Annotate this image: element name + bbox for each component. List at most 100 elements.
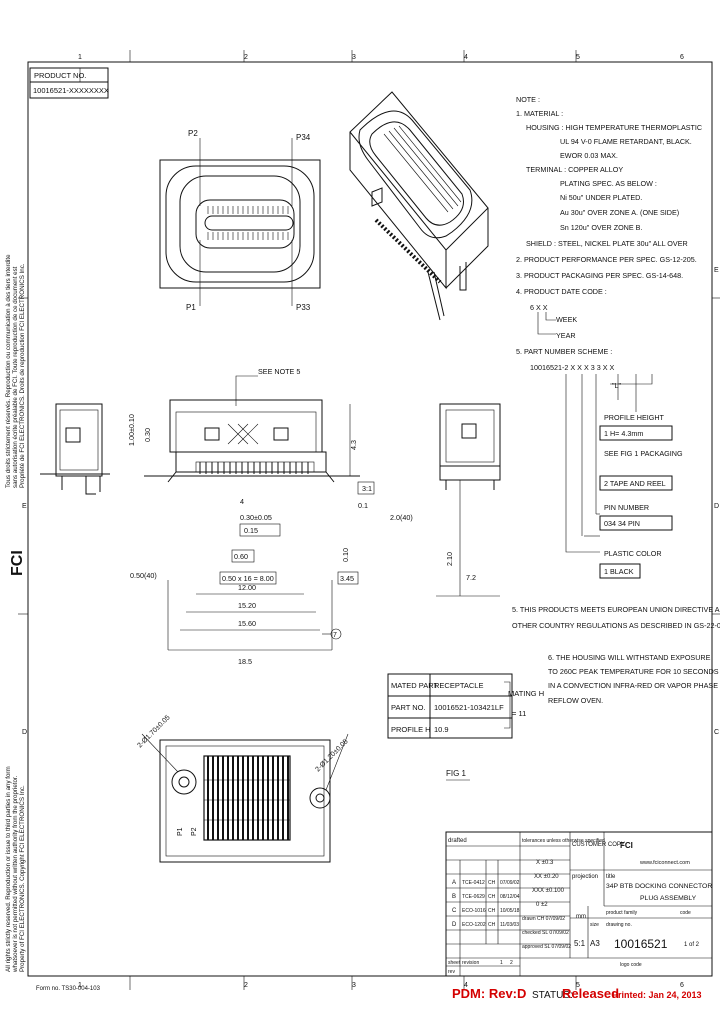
dim-0-30-05: 0.30±0.05 [240,513,272,522]
tb-bottom-revision: revision [462,960,479,966]
margin-english-3: Property of FCI ELECTRONICS. Copyright F… [19,785,26,972]
zone-col-6-bottom: 6 [680,982,684,989]
zone-row-c-right: C [714,729,719,736]
tb-code: code [680,910,691,916]
notes-title: NOTE : [516,95,540,104]
tb-customer: CUSTOMER COPY [572,842,625,848]
zone-col-2-bottom: 2 [244,982,248,989]
tb-bottom-2: 2 [510,960,513,966]
rev-b-date: 08/12/04 [500,894,520,900]
callout-7: 7 [333,632,337,639]
dim-15-60: 15.60 [238,619,256,628]
printed-date: Printed: Jan 24, 2013 [612,990,702,1000]
zone-labels-bottom: 1 2 3 4 5 6 [78,982,684,989]
note6-line-3: IN A CONVECTION INFRA-RED OR VAPOR PHASE [548,681,718,690]
margin-logo: FCI [9,550,26,576]
tb-check-2: approved SL 07/09/02 [522,944,571,950]
dim-1-00-10: 1.00±0.10 [127,414,136,446]
tb-doc-number: 10016521 [614,937,668,951]
note5-line-2: OTHER COUNTRY REGULATIONS AS DESCRIBED I… [512,621,720,630]
mating-row1-key: MATED PART [391,681,439,690]
rev-c-by: CH [488,908,496,914]
scheme-box-packaging: 2 TAPE AND REEL [604,479,666,488]
rev-d-eco: ECO-1202 [462,922,486,928]
dim-3-45: 3.45 [340,574,354,583]
date-code-year: YEAR [556,331,576,340]
tb-title-0: title [606,874,616,880]
tb-tol-3: 0 ±2 [536,902,548,908]
rev-a-letter: A [452,880,456,886]
zone-col-1-bottom: 1 [78,982,82,989]
mating-row3-val: 10.9 [434,725,449,734]
rev-d-by: CH [488,922,496,928]
tb-tol-1: XX ±0.20 [534,874,559,880]
zone-col-4: 4 [464,54,468,61]
tb-company: FCI [620,841,633,850]
tb-check-0: drawn CH 07/09/02 [522,916,565,922]
note-line-3: UL 94 V-0 FLAME RETARDANT, BLACK. [560,137,692,146]
mating-table: MATED PART RECEPTACLE PART NO. 10016521-… [387,673,544,739]
margin-french-2: sans autorisation écrite préalable de FC… [12,266,19,488]
note-line-1: 1. MATERIAL : [516,109,563,118]
margin-english-2: whatsoever is not permitted without writ… [12,775,19,973]
part-scheme-tree: "L" PROFILE HEIGHT 1 H= 4.3mm SEE FIG 1 … [565,374,683,579]
product-no-label: PRODUCT NO. [34,71,86,80]
zone-col-6: 6 [680,54,684,61]
footer: Form no. TS30-004-103 PDM: Rev:D STATUS:… [36,986,702,1001]
zone-labels-top: 1 2 3 4 5 6 [78,54,684,61]
tb-drafted: drafted [448,838,467,844]
rev-d-letter: D [452,922,457,928]
tb-size: size [590,922,599,928]
dim-15-20: 15.20 [238,601,256,610]
zone-row-d-right: D [714,503,719,510]
date-code: 6 X X [530,303,548,312]
form-no: Form no. TS30-004-103 [36,986,101,992]
dim-0-50-40: 0.50(40) [130,571,157,580]
tb-website: www.fciconnect.com [639,860,690,866]
scheme-label-l: "L" [612,381,622,390]
note-line-10: SHIELD : STEEL, NICKEL PLATE 30u" ALL OV… [526,239,688,248]
mating-row3-key: PROFILE H [391,725,431,734]
pin-label-p2: P2 [188,129,198,138]
scheme-label-color: PLASTIC COLOR [604,549,662,558]
rev-b-letter: B [452,894,456,900]
mating-h-label: MATING H [508,689,544,698]
margin-legal-text: Tous droits strictement réservés. Reprod… [5,254,26,488]
dim-18-5: 18.5 [238,657,252,666]
title-block: drafted tolerances unless otherwise spec… [445,831,713,977]
tb-scale: 5:1 [574,939,586,948]
note-line-11: 2. PRODUCT PERFORMANCE PER SPEC. GS-12-2… [516,255,697,264]
rev-b-by: CH [488,894,496,900]
margin-english-1: All rights strictly reserved. Reproducti… [5,766,12,972]
note-line-4: EWOR 0.03 MAX. [560,151,618,160]
zone-col-5: 5 [576,54,580,61]
scheme-box-pin: 034 34 PIN [604,519,640,528]
top-view-contacts [207,206,289,240]
right-side-view: 2.10 7.2 [436,403,501,597]
pin-label-p33: P33 [296,303,311,312]
note-line-2: HOUSING : HIGH TEMPERATURE THERMOPLASTIC [526,123,702,132]
scheme-label-pin: PIN NUMBER [604,503,649,512]
zone-col-1: 1 [78,54,82,61]
rev-c-eco: ECO-1016 [462,908,486,914]
pin-label-p34: P34 [296,133,311,142]
front-view-dimensions: 18.5 15.60 15.20 12.00 0.50 x 16 = 8.00 … [127,404,413,666]
dim-0-60: 0.60 [234,552,248,561]
rev-c-date: 10/05/18 [500,908,520,914]
zone-row-e-right: E [714,267,719,274]
dim-0-30-top: 0.30 [143,428,152,442]
dim-4-3: 4.3 [349,440,358,450]
tb-tol-0: X ±0.3 [536,860,554,866]
pin-label-p1: P1 [186,303,196,312]
pcb-hole-left: 2-Ø1.70±0.05 [136,714,171,749]
tb-bottom-1: 1 [500,960,503,966]
tb-logo-code: logo code [620,962,642,968]
product-no-value: 10016521-XXXXXXXX [33,86,109,95]
note5-line-1: 5. THIS PRODUCTS MEETS EUROPEAN UNION DI… [512,605,720,614]
mating-row2-key: PART NO. [391,703,426,712]
pcb-label-p1: P1 [177,827,184,836]
note-line-6: PLATING SPEC. AS BELOW : [560,179,657,188]
tb-bottom-sheet: sheet [448,960,461,966]
rev-d-date: 11/03/03 [500,922,519,928]
tb-check-1: checked SL 07/09/02 [522,930,569,936]
